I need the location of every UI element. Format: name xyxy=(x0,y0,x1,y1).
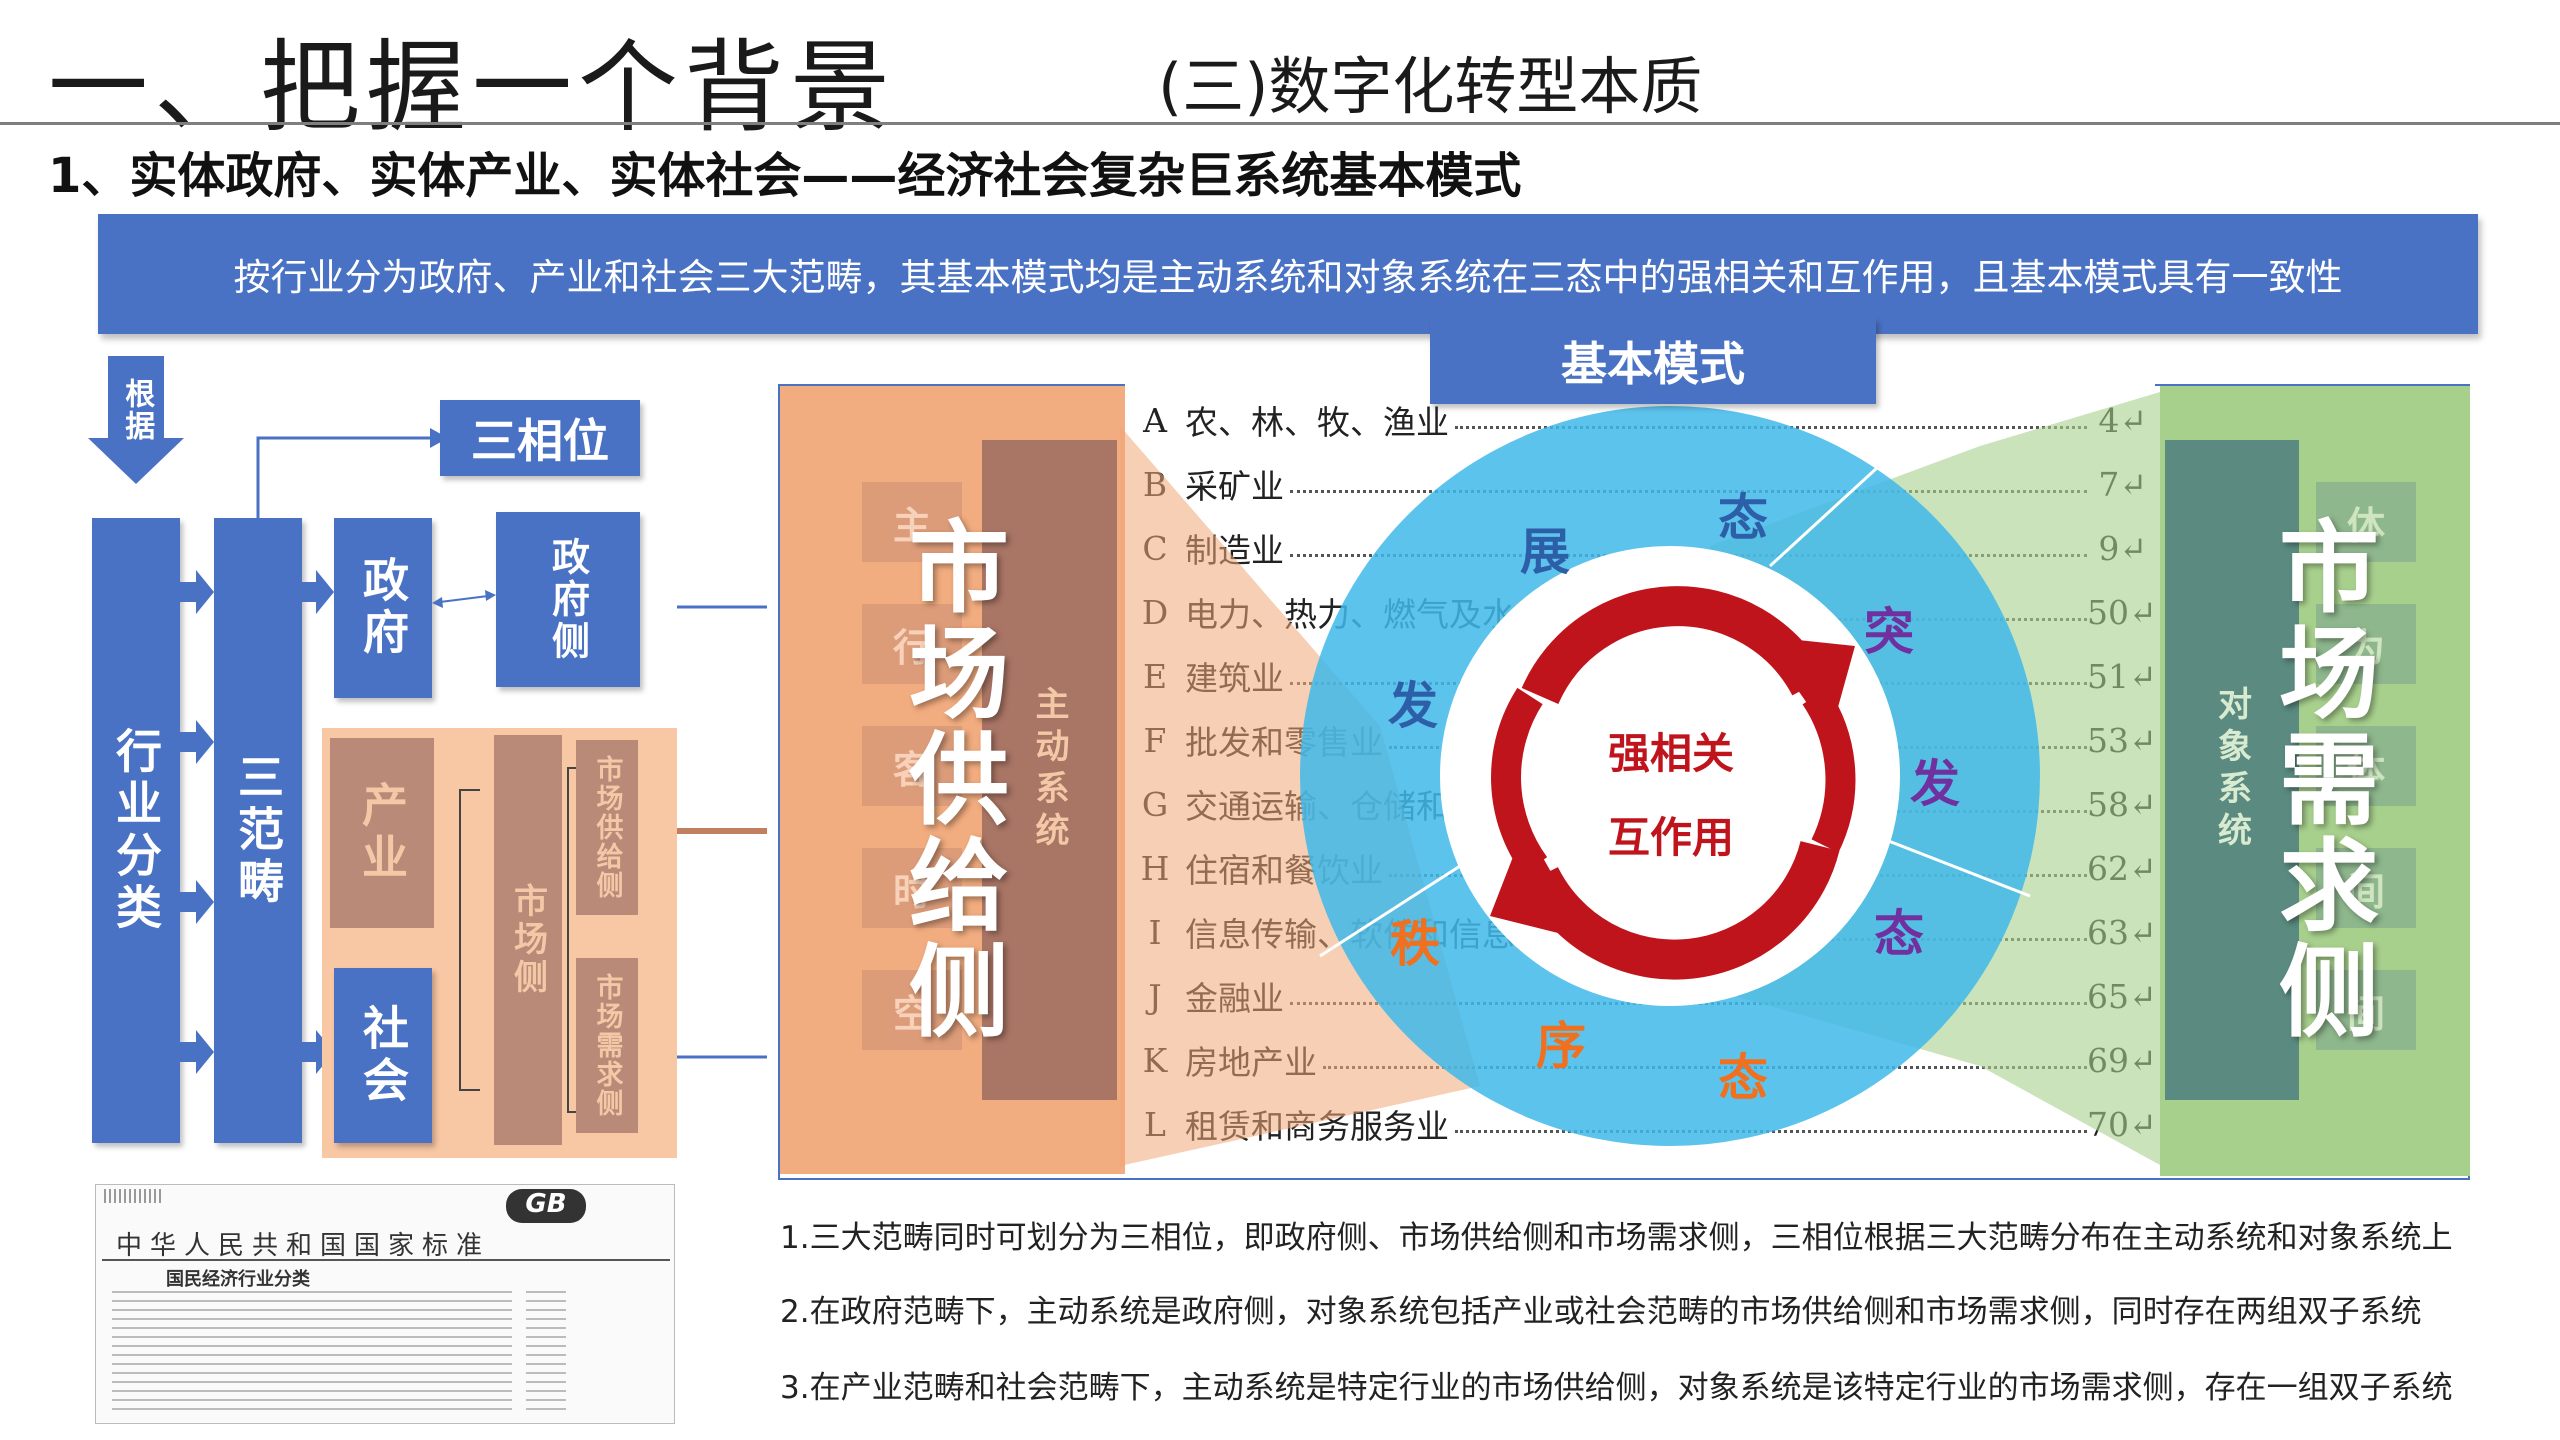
ring-char-zhi: 秩 xyxy=(1390,915,1440,973)
three-phases-box: 三相位 xyxy=(440,400,640,476)
note-3: 3.在产业范畴和社会范畴下，主动系统是特定行业的市场供给侧，对象系统是该特定行业… xyxy=(780,1370,2453,1406)
doc-header-marks xyxy=(104,1189,164,1203)
industry-code: A xyxy=(1143,400,1167,440)
bracket-small-icon xyxy=(567,767,580,1113)
section-heading: 1、实体政府、实体产业、实体社会——经济社会复杂巨系统基本模式 xyxy=(48,148,1522,204)
government-side-box: 政府侧 xyxy=(496,512,640,687)
ring-char-tai-top: 态 xyxy=(1718,489,1768,547)
page-title: 一、把握一个背景 xyxy=(48,29,896,146)
ring-char-fa-right: 发 xyxy=(1910,755,1960,813)
three-state-ring xyxy=(1300,406,2040,1146)
bracket-icon xyxy=(459,789,480,1091)
market-side-box: 市场侧 xyxy=(494,735,562,1145)
basis-label: 根据 xyxy=(119,378,155,442)
page-subtitle: (三)数字化转型本质 xyxy=(1158,50,1703,123)
three-categories-box: 三范畴 xyxy=(214,518,302,1143)
ring-char-xu: 序 xyxy=(1536,1017,1586,1075)
note-1: 1.三大范畴同时可划分为三相位，即政府侧、市场供给侧和市场需求侧，三相位根据三大… xyxy=(780,1220,2453,1256)
industry-name: 农、林、牧、渔业 xyxy=(1185,396,1455,444)
market-demand-box: 市场需求侧 xyxy=(576,958,638,1133)
demand-hidden-2: 为 xyxy=(2316,604,2416,684)
demand-hidden-5: 间 xyxy=(2316,970,2416,1050)
flow-arrows-icon xyxy=(180,570,214,1074)
industry-name: 采矿业 xyxy=(1185,460,1290,508)
ring-char-tai-bottom: 态 xyxy=(1718,1049,1768,1107)
market-supply-box: 市场供给侧 xyxy=(576,740,638,915)
down-arrow-icon xyxy=(88,356,184,484)
ring-char-fa-left: 发 xyxy=(1388,677,1438,735)
ring-char-zhan: 展 xyxy=(1520,523,1570,581)
government-box: 政府 xyxy=(334,518,432,698)
connector-arrow-icon xyxy=(256,428,448,518)
header-divider xyxy=(0,122,2560,125)
demand-hidden-4: 间 xyxy=(2316,848,2416,928)
market-supply-side-label: 市场供给侧 xyxy=(891,515,1009,1045)
note-2: 2.在政府范畴下，主动系统是政府侧，对象系统包括产业或社会范畴的市场供给侧和市场… xyxy=(780,1294,2422,1330)
demand-hidden-column: 体 为 体 间 间 xyxy=(2316,482,2416,1050)
supply-hidden-column: 主 行 客 时 空 xyxy=(862,482,962,1050)
ring-char-tai-right: 态 xyxy=(1874,905,1924,963)
gb-doc-rule xyxy=(102,1259,670,1261)
gb-logo: GB xyxy=(506,1189,586,1223)
gb-doc-subtitle: 国民经济行业分类 xyxy=(166,1269,310,1290)
double-arrow-icon xyxy=(432,590,496,608)
supply-hidden-2: 行 xyxy=(862,604,962,684)
center-label-correlation: 强相关 xyxy=(1607,729,1734,778)
supply-hidden-5: 空 xyxy=(862,970,962,1050)
supply-hidden-1: 主 xyxy=(862,482,962,562)
center-label-interaction: 互作用 xyxy=(1607,813,1734,862)
supply-hidden-3: 客 xyxy=(862,726,962,806)
supply-hidden-4: 时 xyxy=(862,848,962,928)
society-box: 社会 xyxy=(334,968,432,1143)
connector-lines-icon xyxy=(677,605,767,1059)
gb-standard-thumbnail: GB 中华人民共和国国家标准 国民经济行业分类 xyxy=(95,1184,675,1424)
gb-doc-title: 中华人民共和国国家标准 xyxy=(116,1231,491,1261)
object-system-box: 对象系统 xyxy=(2165,440,2299,1100)
category-arrows-icon xyxy=(302,570,334,1074)
gb-doc-page-lines xyxy=(526,1291,566,1416)
gb-doc-lines xyxy=(112,1291,512,1416)
demand-hidden-3: 体 xyxy=(2316,726,2416,806)
summary-banner: 按行业分为政府、产业和社会三大范畴，其基本模式均是主动系统和对象系统在三态中的强… xyxy=(98,214,2478,334)
ring-char-tu: 突 xyxy=(1864,603,1914,661)
market-demand-side-label: 市场需求侧 xyxy=(2261,515,2379,1045)
industry-box: 产业 xyxy=(330,738,434,928)
active-system-box: 主动系统 xyxy=(982,440,1117,1100)
demand-hidden-1: 体 xyxy=(2316,482,2416,562)
industry-classification-box: 行业分类 xyxy=(92,518,180,1143)
basic-mode-title: 基本模式 xyxy=(1430,318,1876,404)
